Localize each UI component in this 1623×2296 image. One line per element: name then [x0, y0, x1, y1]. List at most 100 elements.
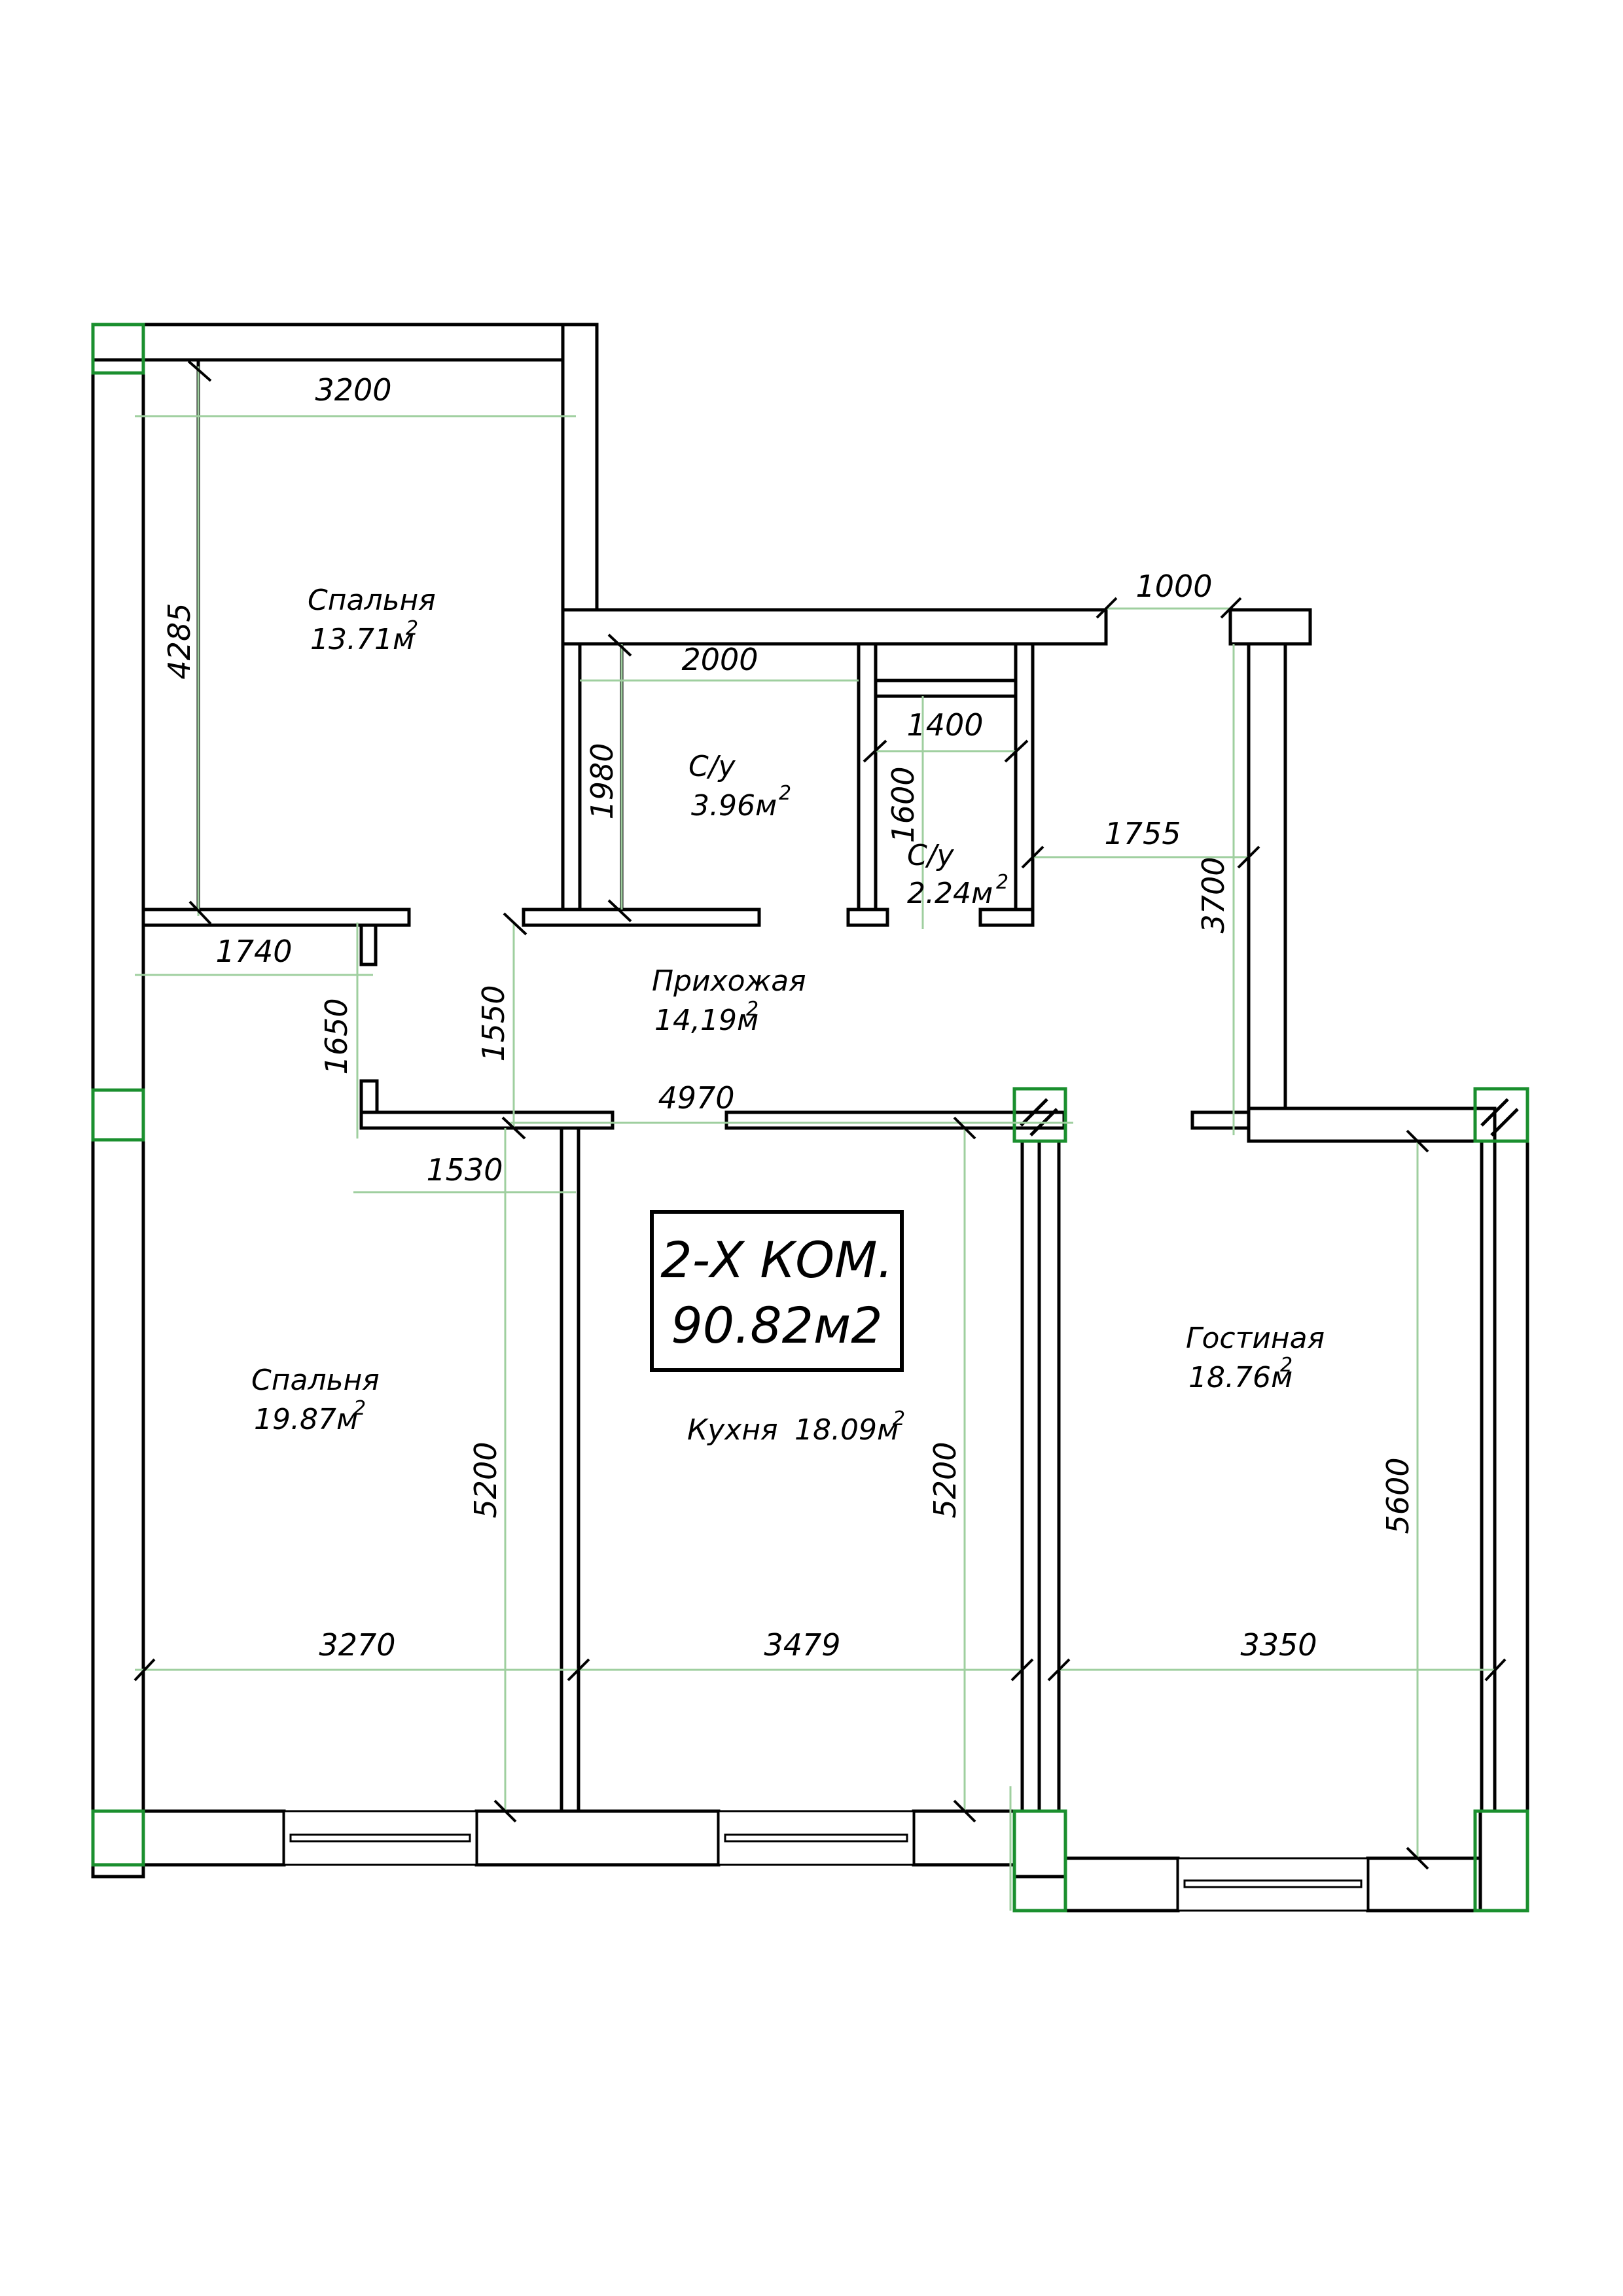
tick [187, 360, 212, 382]
wall-left [91, 323, 145, 1879]
room-name-bath-2: С/у [907, 839, 955, 872]
wall-bottom-living-2 [1063, 1856, 1180, 1913]
room-name-bath-1: С/у [688, 750, 736, 783]
wall-living-right-a [1480, 1139, 1497, 1813]
wall-bottom-living-1 [1012, 1809, 1067, 1879]
room-area-sup: 2 [1280, 1354, 1293, 1377]
tick [567, 1658, 590, 1682]
wall-bath-divider [857, 642, 878, 911]
tick [1406, 1846, 1429, 1870]
title-box [650, 1210, 904, 1372]
tick [863, 739, 887, 763]
dim-5200b: 5200 [927, 1441, 963, 1518]
tick [503, 912, 527, 936]
room-name-hall: Прихожая [652, 964, 806, 998]
wall-bedroom-inner-left [141, 358, 200, 911]
dim-4970: 4970 [658, 1080, 734, 1116]
dimension-labels: 3200 4285 1000 2000 1400 1980 1600 1755 … [162, 372, 1416, 1663]
dim-5200a: 5200 [468, 1441, 503, 1518]
tick [493, 1799, 517, 1823]
column-hatch [1020, 1098, 1519, 1137]
room-area-bedroom-bottom: 19.87м [254, 1403, 358, 1436]
wall-bath2-bottom-b [978, 908, 1035, 927]
room-area-sup: 2 [996, 871, 1008, 894]
wall-bedroom-stub [359, 923, 378, 966]
wall-kitchen-living-b [1037, 1139, 1061, 1813]
dim-3479: 3479 [764, 1627, 840, 1663]
room-area-living: 18.76м [1188, 1361, 1293, 1394]
room-area-sup: 2 [893, 1407, 905, 1430]
tick [1220, 597, 1242, 619]
room-name-living: Гостиная [1186, 1322, 1325, 1355]
dim-1400: 1400 [906, 707, 983, 743]
tick [1010, 1658, 1034, 1682]
wall-bedroom2-kitchen [560, 1126, 580, 1813]
window-bedroom-glass [289, 1833, 471, 1843]
wall-top-bath [561, 608, 1108, 646]
window-living-glass [1183, 1879, 1363, 1888]
room-area-sup: 2 [779, 782, 791, 805]
column-bottom-left [91, 1809, 145, 1867]
hatch-line [1020, 1098, 1048, 1127]
room-area-kitchen: 18.09м [794, 1413, 899, 1447]
wall-bath1-bottom [522, 908, 761, 927]
dim-1000: 1000 [1135, 569, 1212, 604]
column-living-top [1473, 1087, 1529, 1143]
tick [1406, 1129, 1429, 1153]
tick [1484, 1658, 1507, 1682]
wall-living-right-b [1493, 1139, 1529, 1813]
column-kitchen-top [1012, 1087, 1067, 1143]
wall-living-top [1190, 1110, 1260, 1130]
wall-bath1-left [561, 642, 582, 927]
room-name-bedroom-top: Спальня [308, 584, 436, 617]
dim-3700: 3700 [1196, 857, 1231, 933]
tick [1096, 597, 1118, 619]
dim-3350: 3350 [1240, 1627, 1317, 1663]
hatch-line [1490, 1108, 1519, 1137]
room-area-bath-2: 2.24м [907, 877, 993, 910]
dim-1980: 1980 [584, 743, 620, 819]
wall-bottom-living-4 [1478, 1809, 1529, 1913]
dim-3270: 3270 [319, 1627, 395, 1663]
dim-1530: 1530 [426, 1152, 503, 1188]
room-area-sup: 2 [406, 617, 418, 640]
tick [134, 1658, 156, 1682]
tick [188, 900, 212, 925]
dim-3200: 3200 [315, 372, 391, 408]
room-area-sup: 2 [353, 1397, 366, 1420]
room-area-bath-1: 3.96м [691, 789, 777, 822]
dimension-ticks [134, 360, 1507, 1870]
wall-bath2-top-inner [874, 679, 1018, 698]
room-labels: Спальня 13.71м 2 С/у 3.96м 2 С/у 2.24м 2… [251, 584, 1325, 1447]
columns [91, 323, 1529, 1913]
windows [283, 1810, 1369, 1912]
room-area-hall: 14,19м [654, 1004, 758, 1037]
dim-5600: 5600 [1380, 1457, 1416, 1534]
tick [501, 1116, 526, 1140]
column-kitchen-bottom [1012, 1809, 1067, 1913]
tick [607, 633, 632, 657]
title-line-2: 90.82м2 [671, 1296, 882, 1354]
room-area-sup: 2 [746, 998, 758, 1021]
dim-1550: 1550 [476, 985, 511, 1061]
tick [1047, 1658, 1071, 1682]
hatch-line [1480, 1098, 1509, 1127]
wall-living-top-right [1247, 1106, 1497, 1143]
dim-1650: 1650 [319, 998, 354, 1074]
tick [953, 1799, 976, 1823]
window-kitchen-glass [724, 1833, 908, 1843]
wall-top-right [1228, 608, 1312, 646]
wall-bath2-right [1014, 642, 1035, 911]
column-top-left [91, 323, 145, 375]
dim-1755: 1755 [1104, 816, 1181, 851]
column-mid-left [91, 1088, 145, 1142]
wall-bottom-1 [91, 1809, 286, 1867]
walls [91, 323, 1529, 1913]
tick [607, 899, 632, 923]
column-living-bottom [1473, 1809, 1529, 1913]
dim-1600: 1600 [885, 766, 921, 843]
wall-kitchen-living-a [1020, 1139, 1041, 1813]
tick [953, 1116, 976, 1140]
dim-1740: 1740 [215, 934, 292, 969]
tick [1237, 845, 1260, 869]
